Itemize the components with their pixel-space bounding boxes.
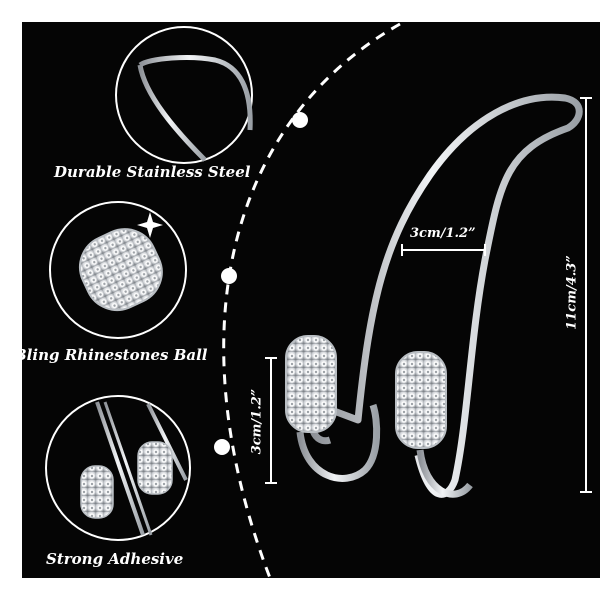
divider-dot [221,268,237,284]
dimension-width [401,244,486,256]
feature-caption: Strong Adhesive [46,550,184,568]
feature-caption: Bling Rhinestones Ball [14,346,208,364]
dimension-height [580,97,592,493]
rhinestone-ball-icon [49,201,187,339]
divider-dot [214,439,230,455]
dimension-label-height: 11cm/4.3” [564,255,580,330]
dimension-label-width: 3cm/1.2” [410,226,476,241]
adhesive-hooks-icon [45,395,191,541]
steel-wire-icon [115,26,253,164]
dashed-divider [222,22,401,579]
hook-illustration [285,93,583,498]
divider-dot [292,112,308,128]
dimension-label-ball: 3cm/1.2” [249,388,265,455]
dimension-ball [265,357,277,484]
feature-caption: Durable Stainless Steel [54,163,251,181]
